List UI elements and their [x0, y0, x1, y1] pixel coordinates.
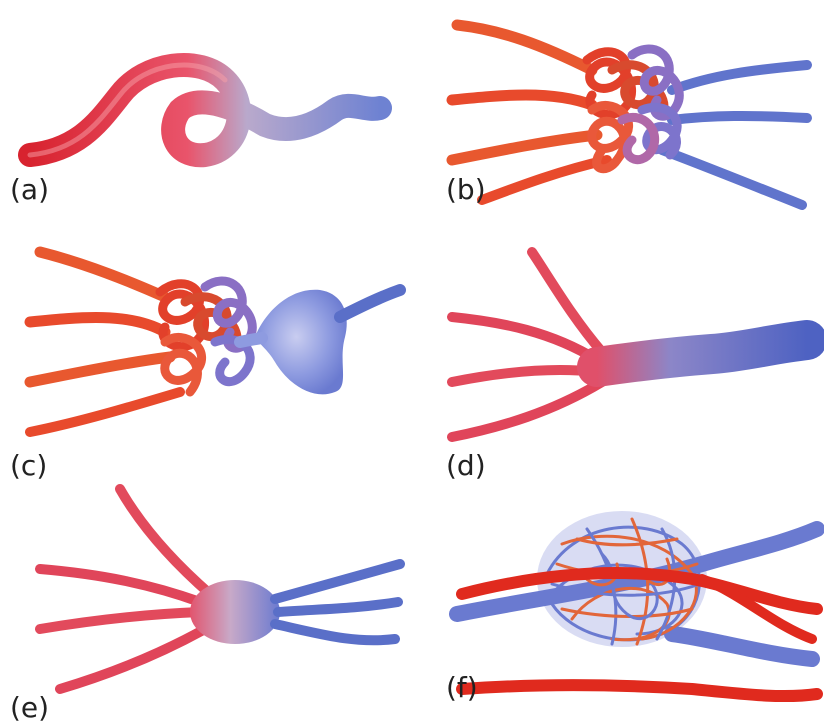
draining-vein — [340, 290, 400, 317]
panel-label-f: (f) — [446, 674, 478, 702]
feeding-arteries — [30, 252, 180, 432]
panel-label-a: (a) — [10, 176, 49, 204]
panel-label-e: (e) — [10, 694, 49, 722]
venous-pouch — [190, 580, 280, 644]
panel-d-illustration — [412, 242, 824, 484]
panel-f: (f) — [412, 484, 824, 726]
draining-veins — [662, 65, 807, 205]
dilated-draining-vein — [597, 340, 807, 367]
panel-a-illustration — [0, 0, 412, 242]
panel-d: (d) — [412, 242, 824, 484]
panel-c: (c) — [0, 242, 412, 484]
panel-b: (b) — [412, 0, 824, 242]
panel-c-illustration — [0, 242, 412, 484]
draining-veins — [275, 564, 400, 640]
feeding-arteries — [40, 489, 210, 689]
feeding-arteries — [452, 252, 602, 437]
av-fistula-vessel — [30, 65, 380, 155]
venous-aneurysm — [255, 290, 347, 395]
panel-label-d: (d) — [446, 452, 486, 480]
panel-a: (a) — [0, 0, 412, 242]
panel-e: (e) — [0, 484, 412, 726]
panel-label-c: (c) — [10, 452, 47, 480]
nidus-tangle — [587, 49, 679, 169]
panel-e-illustration — [0, 484, 412, 726]
panel-label-b: (b) — [446, 176, 486, 204]
